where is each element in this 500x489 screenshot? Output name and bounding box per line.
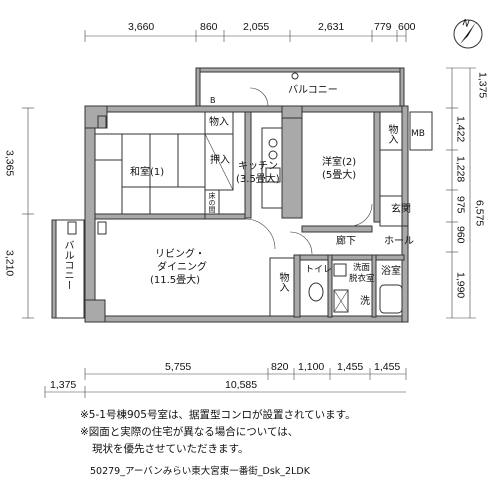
living-size-label: (11.5畳大) xyxy=(150,275,201,286)
bath-label: 浴室 xyxy=(381,266,401,277)
note-line-1: ※5-1号棟905号室は、据置型コンロが設置されています。 xyxy=(80,409,356,421)
b-mark-label: B xyxy=(210,96,216,105)
right-dim-1: 1,375 xyxy=(476,72,489,99)
mb-label: MB xyxy=(411,129,425,139)
washitsu-label: 和室(1) xyxy=(130,167,165,178)
right-dim-4: 975 xyxy=(454,196,467,214)
left-dim-2: 3,210 xyxy=(3,250,16,277)
wall-top xyxy=(84,105,406,113)
bottom-dim-2: 820 xyxy=(271,361,289,373)
top-dimension-lines xyxy=(84,30,407,42)
balcony-left-label: バルコニー xyxy=(62,240,73,290)
bottom-dimension-lines xyxy=(44,368,407,398)
yoshitsu-size-label: (5畳大) xyxy=(322,170,357,181)
wash-label: 洗 xyxy=(360,296,370,307)
top-dim-6: 600 xyxy=(398,21,416,33)
right-dim-5: 960 xyxy=(454,226,467,244)
bottom-dim-5: 1,455 xyxy=(374,361,401,373)
left-dim-1: 3,365 xyxy=(3,150,16,177)
wall-left xyxy=(84,105,96,321)
kitchen-label: キッチン xyxy=(238,161,278,172)
compass-arrow-icon xyxy=(460,22,476,44)
bottom-dim-balcony: 1,375 xyxy=(50,379,77,391)
top-dim-1: 3,660 xyxy=(128,21,155,33)
footer-label: 50279_アーバンみらい東大宮東一番街_Dsk_2LDK xyxy=(90,466,310,477)
tokonoma-label: 床の間 xyxy=(208,192,215,213)
datsui-label: 脱衣室 xyxy=(349,274,375,284)
dining-label: ダイニング xyxy=(157,262,207,273)
balcony-top-label: バルコニー xyxy=(288,85,338,96)
note-line-3: 現状を優先させていただきます。 xyxy=(92,443,249,455)
storage-top-label: 物入 xyxy=(209,117,229,128)
toilet-label: トイレ xyxy=(305,265,333,275)
storage-mid-label: 物入 xyxy=(277,272,288,292)
senmen-label: 洗面 xyxy=(353,263,371,273)
right-dim-6: 1,990 xyxy=(454,272,467,299)
top-dim-2: 860 xyxy=(200,21,218,33)
genkan-label: 玄関 xyxy=(391,204,411,215)
top-dim-3: 2,055 xyxy=(243,21,270,33)
kitchen-size-label: (3.5畳大) xyxy=(236,174,280,185)
right-dimension-lines xyxy=(446,67,476,319)
hall-label: ホール xyxy=(384,236,414,247)
bottom-dim-total: 10,585 xyxy=(225,379,258,391)
bottom-dim-1: 5,755 xyxy=(165,361,192,373)
right-dim-2: 1,422 xyxy=(454,116,467,143)
right-dim-total: 6,575 xyxy=(473,200,486,227)
living-label: リビング・ xyxy=(155,249,205,260)
top-dim-5: 779 xyxy=(374,21,392,33)
yoshitsu-label: 洋室(2) xyxy=(322,157,357,168)
compass-circle xyxy=(453,19,483,49)
storage-right-label: 物入 xyxy=(386,124,397,144)
bottom-dim-4: 1,455 xyxy=(337,361,364,373)
corridor-label: 廊下 xyxy=(336,236,356,247)
note-line-2: ※図面と実際の住宅が異なる場合については、 xyxy=(80,426,299,438)
left-dimension-lines xyxy=(22,107,34,319)
right-dim-3: 1,228 xyxy=(454,156,467,183)
oshiire-label: 押入 xyxy=(210,155,230,166)
wall-bottom xyxy=(84,315,408,323)
bottom-dim-3: 1,100 xyxy=(298,361,325,373)
top-dim-4: 2,631 xyxy=(318,21,345,33)
